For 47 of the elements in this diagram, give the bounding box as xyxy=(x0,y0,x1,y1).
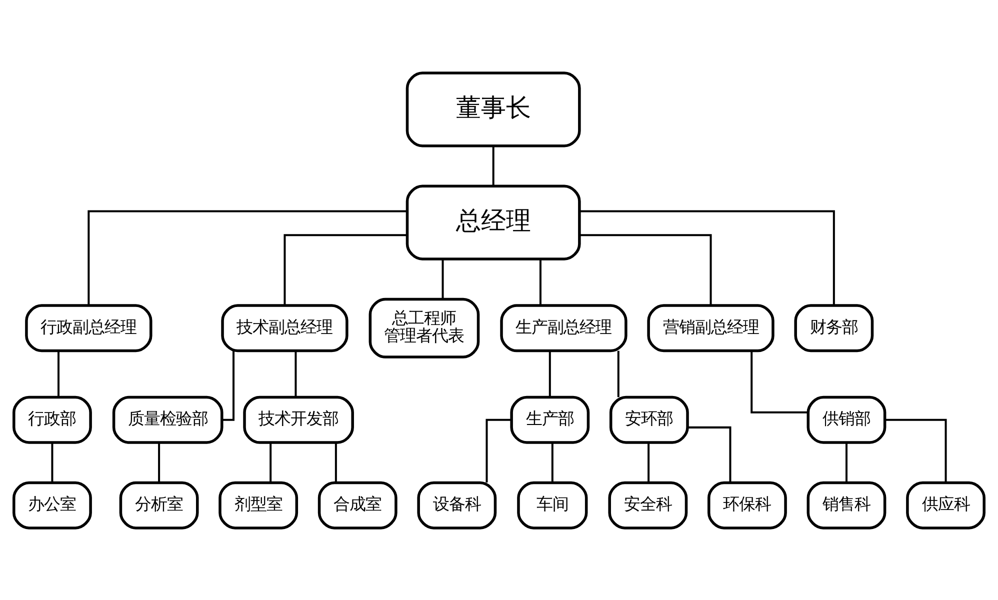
connector xyxy=(294,350,297,397)
node-box: 董事长 xyxy=(406,71,581,147)
connector xyxy=(617,350,620,397)
connector xyxy=(158,442,160,482)
node-box: 行政副总经理 xyxy=(25,304,152,352)
node-box: 设备科 xyxy=(417,480,497,529)
node-box: 销售科 xyxy=(806,480,886,529)
connector xyxy=(885,418,947,482)
connector xyxy=(580,210,835,305)
node-box: 财务部 xyxy=(794,304,874,352)
connector xyxy=(222,350,235,420)
connector xyxy=(648,442,650,482)
node-box: 质量检验部 xyxy=(112,395,224,444)
connector xyxy=(688,426,732,482)
node-box: 环保科 xyxy=(708,480,787,529)
node-box: 剂型室 xyxy=(218,480,298,529)
connector xyxy=(58,350,60,397)
connector xyxy=(846,442,848,482)
connector xyxy=(486,418,512,482)
connector xyxy=(270,442,272,482)
node-box: 技术副总经理 xyxy=(221,304,348,352)
node-box: 生产副总经理 xyxy=(500,304,628,352)
node-box: 技术开发部 xyxy=(243,395,354,444)
node-box: 供销部 xyxy=(806,395,886,444)
node-box: 供应科 xyxy=(906,480,986,529)
connector xyxy=(580,234,712,305)
node-box: 营销副总经理 xyxy=(647,304,774,352)
node-box: 合成室 xyxy=(318,480,398,529)
connector xyxy=(51,442,54,482)
node-box: 安全科 xyxy=(608,480,688,529)
node-box: 生产部 xyxy=(510,395,590,444)
connector xyxy=(539,259,542,305)
node-box: 办公室 xyxy=(12,480,92,529)
connector xyxy=(492,146,494,186)
connector xyxy=(334,442,337,482)
connector xyxy=(442,259,444,299)
connector xyxy=(88,210,408,305)
node-box: 总经理 xyxy=(406,184,581,260)
node-box: 行政部 xyxy=(12,395,92,444)
node-box: 总工程师 管理者代表 xyxy=(368,297,480,358)
node-box: 车间 xyxy=(517,480,588,529)
node-box: 安环部 xyxy=(609,395,689,444)
connector xyxy=(284,234,407,305)
node-box: 分析室 xyxy=(119,480,199,529)
connector xyxy=(750,350,808,413)
connector xyxy=(551,442,554,482)
connector xyxy=(548,350,551,397)
